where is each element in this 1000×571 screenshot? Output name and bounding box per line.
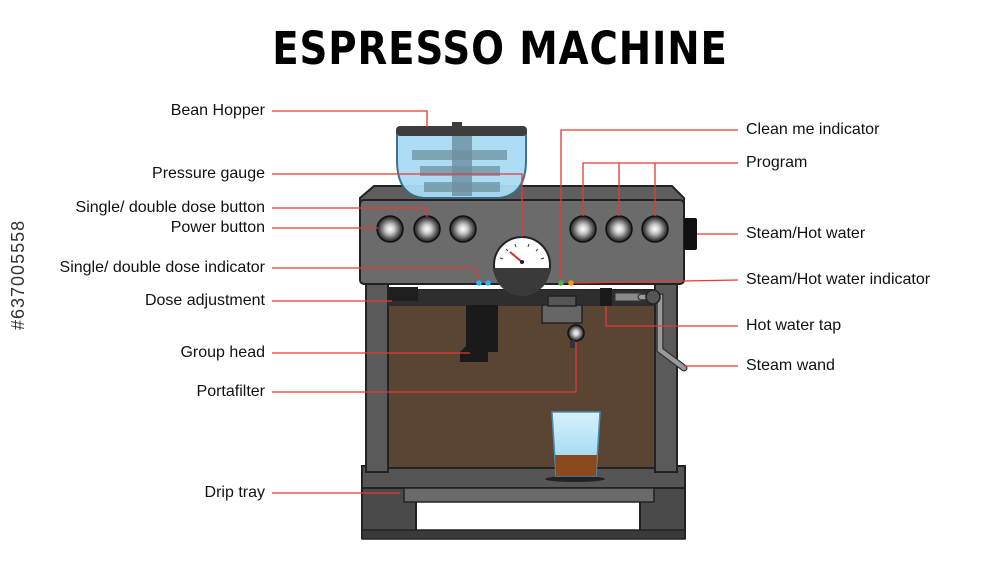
clean-me-led [558, 280, 564, 286]
double-dose-button [449, 215, 477, 243]
label-pressure-gauge: Pressure gauge [152, 165, 265, 182]
label-drip-tray: Drip tray [204, 484, 265, 501]
coffee-cup [551, 411, 601, 477]
diagram-title: ESPRESSO MACHINE [272, 22, 728, 75]
bean-hopper [396, 122, 527, 199]
steam-led [568, 280, 574, 286]
single-dose-led [476, 280, 482, 286]
machine-base [361, 465, 686, 540]
label-single-double-dose-button: Single/ double dose button [75, 199, 265, 216]
steam-hot-water-dial [684, 218, 697, 250]
group-head [460, 305, 498, 362]
stock-id-watermark: #637005558 [8, 219, 28, 330]
hot-water-tap [600, 288, 612, 306]
power-button [376, 215, 404, 243]
label-group-head: Group head [180, 344, 265, 361]
label-steam-hot-water: Steam/Hot water [746, 225, 866, 242]
program-button-2 [605, 215, 633, 243]
dose-adjustment [388, 287, 418, 301]
brew-chamber [387, 289, 656, 469]
label-single-double-dose-indicator: Single/ double dose indicator [59, 259, 265, 276]
portafilter [541, 295, 585, 348]
label-power-button: Power button [170, 219, 265, 236]
label-clean-me-indicator: Clean me indicator [746, 121, 880, 138]
label-dose-adjustment: Dose adjustment [144, 292, 265, 309]
pressure-gauge [493, 236, 551, 296]
single-dose-button [413, 215, 441, 243]
program-button-3 [641, 215, 669, 243]
label-hot-water-tap: Hot water tap [746, 317, 842, 334]
leader-lines [272, 110, 739, 494]
label-steam-wand: Steam wand [746, 357, 835, 374]
label-bean-hopper: Bean Hopper [170, 102, 265, 119]
label-portafilter: Portafilter [196, 383, 265, 400]
steam-wand [614, 289, 688, 372]
drip-tray [403, 487, 655, 503]
label-program: Program [746, 154, 808, 171]
program-button-1 [569, 215, 597, 243]
label-steam-hot-water-indicator: Steam/Hot water indicator [746, 271, 931, 288]
double-dose-led [485, 280, 491, 286]
